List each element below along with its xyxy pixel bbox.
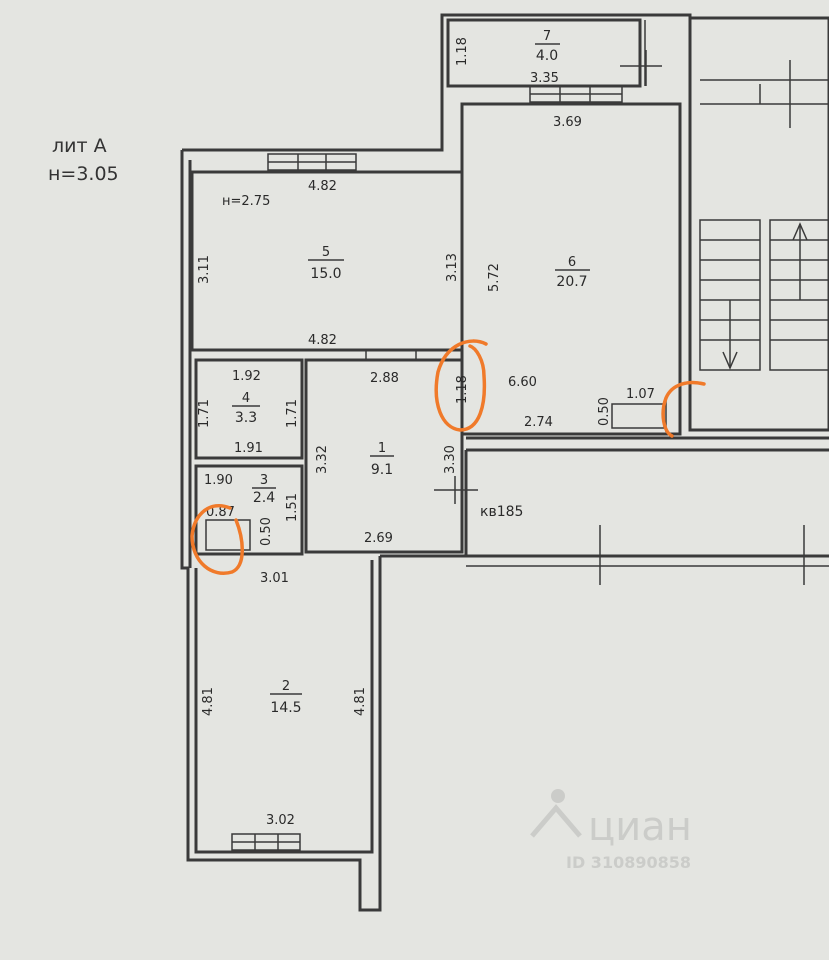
highlight-marks	[190, 339, 706, 575]
dim-7-bottom: 3.35	[530, 71, 559, 86]
dim-7-left: 1.18	[455, 37, 470, 66]
watermark-id: ID 310890858	[566, 853, 691, 872]
dim-5-right: 3.13	[445, 253, 460, 282]
dim-6-bottom: 2.74	[524, 415, 553, 430]
room-1-number: 1	[378, 441, 386, 456]
room-5-outline	[190, 153, 464, 360]
highlight-circle-door-6	[661, 380, 706, 438]
dim-6-circled: 1.18	[455, 375, 470, 404]
dim-6-small-height: 0.50	[597, 397, 612, 426]
dim-1-right: 3.30	[443, 445, 458, 474]
room-5-number: 5	[322, 245, 330, 260]
room-4-outline	[194, 358, 304, 460]
dim-3-top: 1.90	[204, 473, 233, 488]
apartment-label: кв185	[480, 504, 523, 520]
dim-5-bottom: 4.82	[308, 333, 337, 348]
dim-2-left: 4.81	[201, 687, 216, 716]
highlight-circle-room-3	[190, 504, 244, 575]
dim-4-left: 1.71	[197, 399, 212, 428]
dim-4-top: 1.92	[232, 369, 261, 384]
room-5-area: 15.0	[310, 266, 341, 282]
dim-1-bottom: 2.69	[364, 531, 393, 546]
dim-6-left: 5.72	[487, 263, 502, 292]
dim-6-top: 3.69	[553, 115, 582, 130]
dim-4-right: 1.71	[285, 399, 300, 428]
room-1-outline	[304, 358, 478, 554]
balcony-room-7	[446, 18, 662, 103]
room-6-label: 6 20.7	[555, 255, 590, 290]
dim-4-bottom: 1.91	[234, 441, 263, 456]
dimensions: 1.18 3.35 3.69 5.72 6.60 2.74 0.50 1.07 …	[197, 37, 655, 828]
room-4-number: 4	[242, 391, 250, 406]
dim-3-right: 1.51	[285, 493, 300, 522]
plan-ceiling-height: н=3.05	[48, 163, 119, 185]
room-2-area: 14.5	[270, 700, 301, 716]
dim-5-left: 3.11	[197, 255, 212, 284]
watermark-logo-icon	[551, 789, 565, 803]
room-7-area: 4.0	[536, 48, 558, 64]
dim-3-small-height: 0.50	[259, 517, 274, 546]
room-4-area: 3.3	[235, 410, 257, 426]
dim-2-bottom: 3.02	[266, 813, 295, 828]
dim-2-right: 4.81	[353, 687, 368, 716]
room-5-label: 5 15.0	[308, 245, 344, 282]
room-4-label: 4 3.3	[232, 391, 260, 426]
room-2-number: 2	[282, 679, 290, 694]
watermark-brand: циан	[588, 804, 692, 850]
room-2-window	[231, 833, 301, 851]
dim-6-mid: 6.60	[508, 375, 537, 390]
room-7-number: 7	[543, 29, 551, 44]
room-7-label: 7 4.0	[535, 29, 560, 64]
room-3-label: 3 2.4	[252, 473, 276, 506]
outer-walls	[180, 13, 692, 912]
dim-1-left: 3.32	[315, 445, 330, 474]
dim-6-small-width: 1.07	[626, 387, 655, 402]
room-3-area: 2.4	[253, 490, 275, 506]
room-3-outline	[194, 464, 304, 556]
watermark: циан ID 310890858	[530, 789, 692, 872]
common-corridor	[380, 436, 829, 585]
dim-1-top: 2.88	[370, 371, 399, 386]
dim-2-top: 3.01	[260, 571, 289, 586]
room-3-number: 3	[260, 473, 268, 488]
room-6-number: 6	[568, 255, 576, 270]
dim-5-top: 4.82	[308, 179, 337, 194]
room-6-area: 20.7	[556, 274, 587, 290]
room-2-label: 2 14.5	[270, 679, 302, 716]
highlight-circle-door-1	[434, 339, 488, 432]
plan-title: лит А	[52, 135, 107, 157]
staircase	[688, 16, 829, 432]
room-5-height: н=2.75	[222, 194, 270, 209]
room-1-label: 1 9.1	[370, 441, 394, 478]
room-1-area: 9.1	[371, 462, 393, 478]
